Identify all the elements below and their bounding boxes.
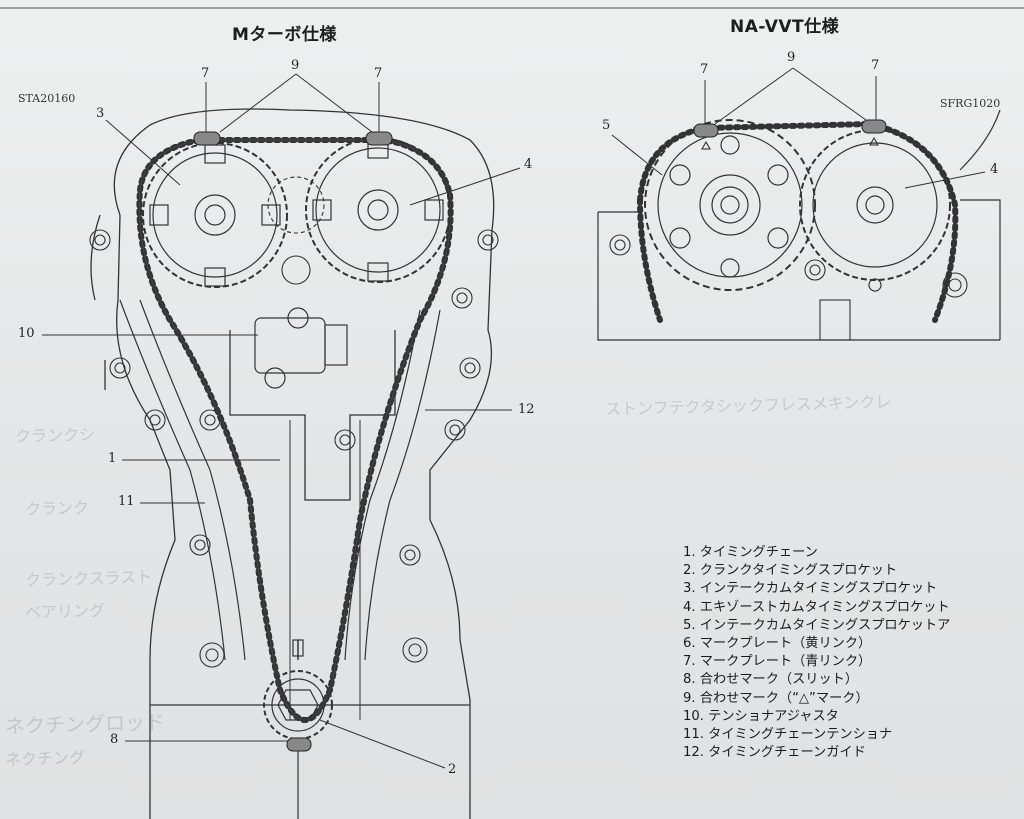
left-callout-8: 8 [110, 732, 119, 747]
left-diagram-title: Mターボ仕様 [232, 25, 337, 45]
left-callout-7a: 7 [201, 66, 210, 81]
legend-item: 1. タイミングチェーン [683, 545, 818, 560]
right-diagram-title: NA-VVT仕様 [730, 17, 840, 37]
legend-item: 11. タイミングチェーンテンショナ [683, 727, 893, 743]
right-timing-chain [637, 120, 959, 323]
right-callout-7b: 7 [871, 58, 880, 73]
left-callout-9: 9 [291, 58, 300, 73]
left-callout-12: 12 [518, 402, 535, 417]
left-callout-10: 10 [18, 326, 35, 341]
right-callout-9: 9 [787, 50, 796, 65]
left-callout-1: 1 [108, 451, 117, 466]
right-figure-code: SFRG1020 [940, 97, 1001, 110]
legend-item: 6. マークプレート（黄リンク） [683, 636, 872, 652]
right-callout-4: 4 [990, 162, 999, 177]
left-callout-2: 2 [448, 762, 457, 777]
parts-legend: 1. タイミングチェーン 2. クランクタイミングスプロケット 3. インテーク… [683, 544, 950, 762]
left-engine-outline [90, 108, 495, 819]
right-intake-sprocket [644, 119, 816, 291]
right-callout-7a: 7 [700, 62, 709, 77]
legend-item: 12. タイミングチェーンガイド [683, 745, 866, 761]
left-callout-7b: 7 [374, 66, 383, 81]
right-callout-5: 5 [602, 118, 611, 133]
left-callout-3: 3 [96, 106, 105, 121]
right-bolts [609, 234, 968, 341]
left-callout-4: 4 [524, 157, 533, 172]
right-mark-plates [693, 119, 887, 150]
left-leader-lines [42, 73, 521, 769]
left-chain-guides [119, 299, 441, 661]
legend-item: 7. マークプレート（青リンク） [683, 654, 872, 670]
legend-item: 4. エキゾーストカムタイミングスプロケット [683, 599, 950, 615]
legend-item: 5. インテークカムタイミングスプロケットア [683, 617, 951, 633]
left-idler [267, 176, 325, 285]
left-intake-cam-sprocket [142, 142, 288, 288]
left-figure-code: STA20160 [18, 92, 76, 105]
right-engine-outline [597, 109, 1001, 341]
right-leader-lines [611, 67, 986, 189]
legend-item: 8. 合わせマーク（スリット） [683, 672, 859, 688]
legend-item: 9. 合わせマーク（“△”マーク） [683, 690, 869, 706]
left-callout-11: 11 [118, 494, 135, 509]
legend-item: 10. テンショナアジャスタ [683, 708, 839, 724]
legend-item: 3. インテークカムタイミングスプロケット [683, 581, 938, 597]
left-mark-plates [193, 131, 393, 752]
left-bolts [89, 229, 499, 668]
left-tensioner-adjuster [254, 307, 348, 389]
legend-item: 2. クランクタイミングスプロケット [683, 563, 898, 579]
left-timing-chain [136, 137, 454, 723]
left-crank-sprocket [263, 639, 333, 819]
